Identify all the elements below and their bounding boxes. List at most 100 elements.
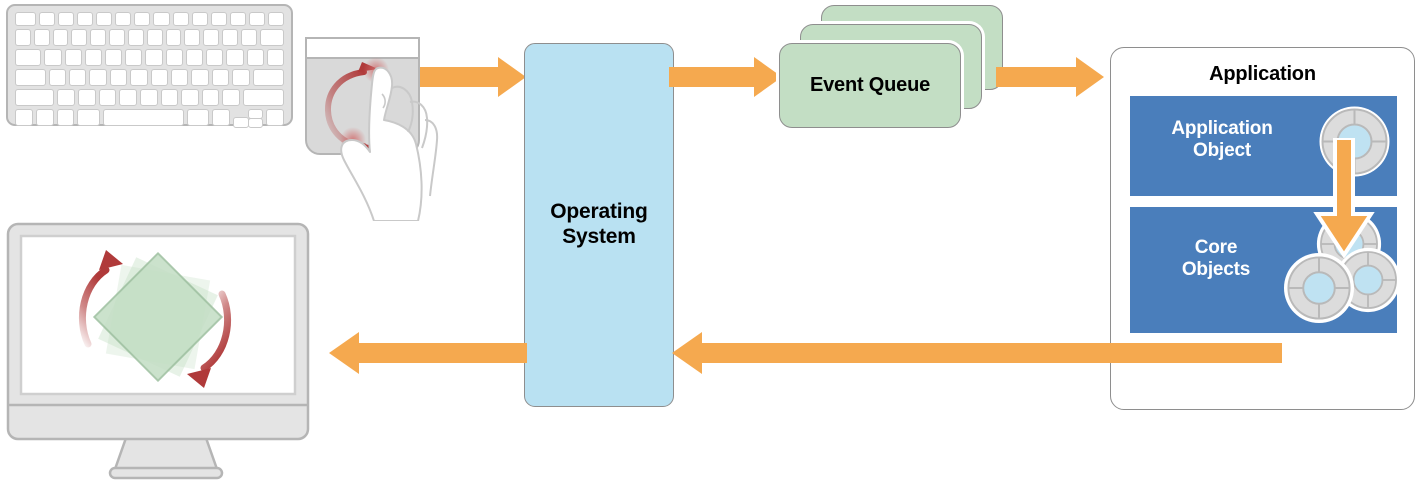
key-return [252, 69, 285, 86]
trackpad-gesture-group [296, 36, 441, 222]
key [15, 12, 36, 26]
key-delete [259, 29, 284, 46]
application-title: Application [1209, 63, 1316, 85]
square-active [92, 251, 224, 383]
key [146, 29, 163, 46]
key [266, 49, 284, 66]
key [89, 69, 107, 86]
arrow-shape [672, 332, 1282, 374]
key-command-left [77, 109, 100, 126]
key [139, 89, 158, 106]
arrow-key-cluster [233, 109, 264, 128]
key [15, 29, 31, 46]
operating-system-label: Operating System [550, 200, 648, 250]
key [145, 49, 163, 66]
arrow-shape [996, 57, 1104, 97]
arrow-queue-to-app [996, 57, 1106, 102]
key [246, 49, 264, 66]
key-arrow-right [266, 109, 285, 126]
key [211, 69, 230, 86]
key [64, 49, 82, 66]
keyboard-row [15, 109, 285, 128]
key [90, 29, 107, 46]
application-object-label-line1: Application [1171, 118, 1273, 139]
key-option [56, 109, 75, 126]
key [165, 49, 183, 66]
rotation-arrowhead-left [99, 250, 123, 270]
key [84, 49, 103, 66]
keyboard-row [15, 49, 284, 66]
application-core-panel[interactable]: Core Objects [1130, 207, 1401, 333]
monitor-stand-base [108, 466, 224, 480]
arrow-shape [329, 332, 527, 374]
key [210, 12, 227, 26]
trackpad-svg [305, 37, 439, 222]
arrow-shape [420, 57, 526, 97]
key [267, 12, 285, 26]
key [201, 89, 220, 106]
key [191, 69, 209, 86]
key [184, 29, 201, 46]
object-ring-icon-left [1283, 252, 1355, 329]
event-queue-card-front[interactable]: Event Queue [779, 43, 961, 128]
key [115, 12, 132, 26]
key-arrow-down [247, 118, 264, 128]
key [181, 89, 199, 106]
key [52, 29, 69, 46]
key [206, 49, 224, 66]
key-capslock [15, 69, 46, 86]
key [229, 12, 246, 26]
key [130, 69, 148, 86]
key [77, 12, 94, 26]
operating-system-box[interactable]: Operating System [524, 43, 674, 407]
key [134, 12, 151, 26]
key [226, 49, 244, 66]
os-label-line1: Operating [550, 200, 648, 224]
key [191, 12, 208, 26]
key [68, 69, 87, 86]
arrow-shape [669, 57, 782, 97]
key [57, 89, 76, 106]
key [160, 89, 179, 106]
application-core-label-line2: Objects [1181, 259, 1251, 281]
key [39, 12, 56, 26]
rotation-arrowhead-right [187, 368, 211, 388]
key [78, 89, 96, 106]
trackpad-top-strip [305, 37, 420, 59]
os-label-line2: System [562, 225, 636, 248]
application-core-label-line1: Core [1194, 237, 1238, 258]
key-shift-left [15, 89, 55, 106]
key [58, 12, 75, 26]
key-command-right [186, 109, 210, 126]
keyboard-row [15, 69, 285, 86]
monitor-svg [6, 222, 310, 480]
key [48, 69, 66, 86]
key [165, 29, 182, 46]
key-tab [15, 49, 42, 66]
key [109, 69, 128, 86]
key [150, 69, 169, 86]
arrow-app-object-to-core [1313, 136, 1375, 263]
key-arrow-left [233, 117, 249, 128]
event-queue-label: Event Queue [809, 74, 931, 96]
keyboard-device [6, 4, 293, 128]
key [125, 49, 143, 66]
arrow-os-to-queue [669, 57, 784, 102]
arrow-os-to-display [329, 332, 527, 379]
key [172, 12, 189, 26]
hand-illustration [340, 66, 439, 222]
event-queue-group[interactable]: Event Queue [779, 3, 1004, 128]
key [96, 12, 113, 26]
key [127, 29, 144, 46]
key-control [35, 109, 54, 126]
arrow-shape [1313, 136, 1375, 259]
application-core-label: Core Objects [1136, 237, 1296, 282]
key [171, 69, 189, 86]
key-fn [15, 109, 33, 126]
key [222, 29, 238, 46]
key [203, 29, 220, 46]
key [105, 49, 123, 66]
application-object-label-line2: Object [1193, 140, 1251, 162]
application-object-label: Application Object [1142, 118, 1302, 163]
key-option-right [212, 109, 231, 126]
